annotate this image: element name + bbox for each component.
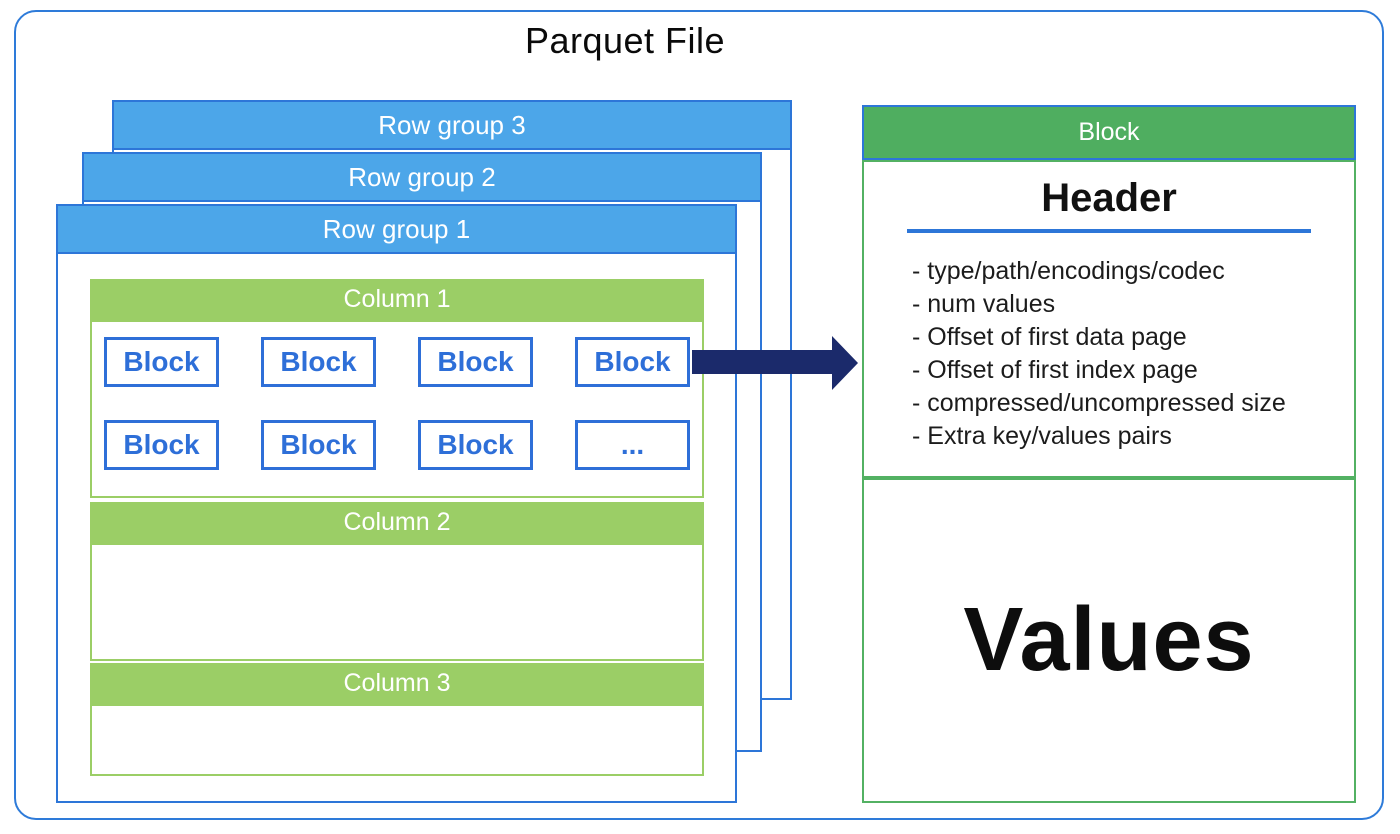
- block-detail-header: Block: [862, 105, 1356, 160]
- block-box: Block: [261, 337, 376, 387]
- column-1-body: Block Block Block Block Block Block Bloc…: [90, 320, 704, 498]
- header-item: - compressed/uncompressed size: [912, 389, 1286, 417]
- block-box: Block: [261, 420, 376, 470]
- block-to-detail-arrow: [690, 330, 866, 396]
- header-underline: [907, 229, 1311, 233]
- column-1-header: Column 1: [90, 279, 704, 320]
- header-item: - type/path/encodings/codec: [912, 257, 1225, 285]
- block-box: Block: [418, 337, 533, 387]
- block-detail-info: Header - type/path/encodings/codec - num…: [862, 160, 1356, 478]
- diagram-title: Parquet File: [524, 20, 726, 61]
- header-item: - Offset of first data page: [912, 323, 1187, 351]
- column-3-body: [90, 704, 704, 776]
- block-box: Block: [104, 337, 219, 387]
- column-2-body: [90, 543, 704, 661]
- header-section-title: Header: [1041, 176, 1177, 220]
- arrow-right-icon: [692, 336, 858, 390]
- block-box: Block: [575, 337, 690, 387]
- header-item: - Extra key/values pairs: [912, 422, 1172, 450]
- header-item: - Offset of first index page: [912, 356, 1198, 384]
- block-box: Block: [104, 420, 219, 470]
- header-item-list: - type/path/encodings/codec - num values…: [864, 255, 1354, 453]
- row-group-header-1: Row group 1: [58, 206, 735, 254]
- row-group-card-1: Row group 1 Column 1 Block Block Block B…: [56, 204, 737, 803]
- column-3-header: Column 3: [90, 663, 704, 704]
- block-box: Block: [418, 420, 533, 470]
- header-item: - num values: [912, 290, 1056, 318]
- block-box-ellipsis: ...: [575, 420, 690, 470]
- block-row-2: Block Block Block ...: [104, 420, 690, 470]
- column-2-header: Column 2: [90, 502, 704, 543]
- block-row-1: Block Block Block Block: [104, 337, 690, 387]
- row-group-header-2: Row group 2: [84, 154, 760, 202]
- row-group-header-3: Row group 3: [114, 102, 790, 150]
- values-section: Values: [862, 478, 1356, 803]
